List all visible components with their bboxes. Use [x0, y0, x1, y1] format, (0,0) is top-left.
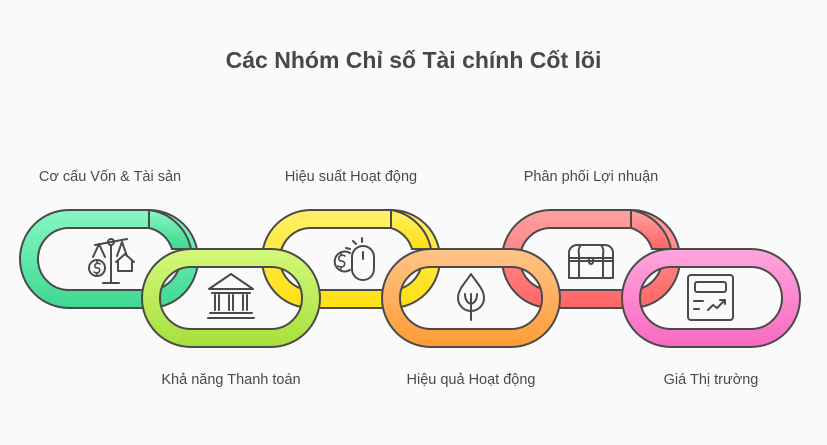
chain-link-6 — [621, 248, 801, 348]
link-1-overlap — [148, 208, 193, 250]
label-operating-efficiency: Hiệu quả Hoạt động — [406, 372, 536, 388]
label-operating-performance: Hiệu suất Hoạt động — [284, 169, 418, 185]
label-profit-distribution: Phân phối Lợi nhuận — [523, 169, 659, 185]
chain-link-2 — [141, 248, 321, 348]
bank-building-icon — [207, 273, 255, 319]
dollar-mouse-click-icon — [333, 237, 375, 281]
tree-icon — [457, 273, 485, 321]
treasure-chest-icon — [567, 243, 615, 279]
label-capital-structure: Cơ cấu Vốn & Tài sản — [38, 169, 182, 185]
market-chart-card-icon — [687, 274, 734, 321]
chain-link-4 — [381, 248, 561, 348]
label-liquidity: Khả năng Thanh toán — [161, 372, 301, 388]
link-3-overlap — [390, 208, 433, 250]
label-market-value: Giá Thị trường — [663, 372, 759, 388]
diagram-title: Các Nhóm Chỉ số Tài chính Cốt lõi — [225, 47, 602, 73]
scale-money-house-icon — [88, 238, 135, 284]
link-5-overlap — [630, 208, 673, 250]
